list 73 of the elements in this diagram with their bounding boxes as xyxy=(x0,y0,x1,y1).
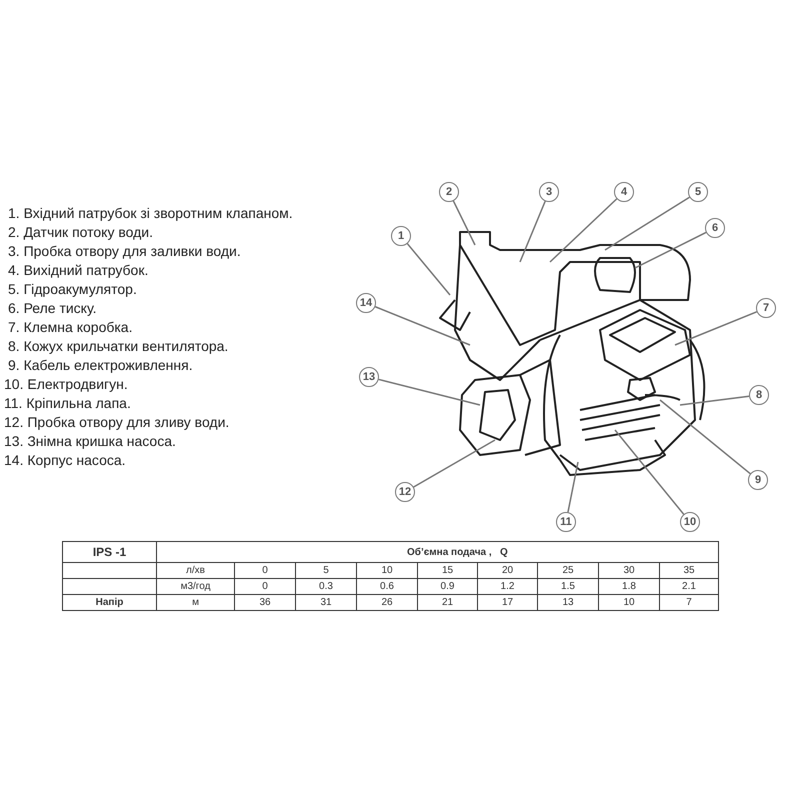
callout-number: 6 xyxy=(705,218,725,238)
table-cell: 26 xyxy=(356,594,418,610)
leader-line xyxy=(614,430,684,515)
callout-number: 10 xyxy=(680,512,700,532)
leader-line xyxy=(413,439,496,488)
leader-line xyxy=(680,396,750,406)
table-cell: 0 xyxy=(234,578,296,594)
callout-number: 14 xyxy=(356,293,376,313)
leader-line xyxy=(567,462,579,512)
leader-line xyxy=(604,196,690,251)
table-cell: м3/год xyxy=(156,578,234,594)
table-cell: 31 xyxy=(296,594,356,610)
leader-line xyxy=(549,198,618,263)
table-cell: 7 xyxy=(660,594,718,610)
leader-line xyxy=(452,200,476,246)
table-cell: Напір xyxy=(62,594,156,610)
parts-list-item: 12. Пробка отвору для зливу води. xyxy=(4,414,230,431)
callout-number: 3 xyxy=(539,182,559,202)
table-cell: 1.2 xyxy=(478,578,538,594)
table-cell: 0.9 xyxy=(418,578,478,594)
table-cell: 13 xyxy=(538,594,598,610)
callout-number: 1 xyxy=(391,226,411,246)
parts-list-item: 4. Вихідний патрубок. xyxy=(8,262,148,279)
leader-line xyxy=(674,311,758,346)
parts-list-item: 13. Знімна кришка насоса. xyxy=(4,433,176,450)
parts-list-item: 10. Електродвигун. xyxy=(4,376,128,393)
callout-number: 7 xyxy=(756,298,776,318)
table-cell: 15 xyxy=(418,562,478,578)
callout-number: 13 xyxy=(359,367,379,387)
table-cell: 1.8 xyxy=(598,578,660,594)
table-cell: 2.1 xyxy=(660,578,718,594)
callout-number: 9 xyxy=(748,470,768,490)
table-cell: 21 xyxy=(418,594,478,610)
pump-drawing xyxy=(439,231,706,476)
callout-number: 11 xyxy=(556,512,576,532)
callout-number: 8 xyxy=(749,385,769,405)
table-cell: л/хв xyxy=(156,562,234,578)
leader-line xyxy=(519,200,546,262)
table-cell: 30 xyxy=(598,562,660,578)
leader-line xyxy=(660,399,751,474)
leader-line xyxy=(378,378,480,406)
table-cell: 36 xyxy=(234,594,296,610)
parts-list-item: 7. Клемна коробка. xyxy=(8,319,132,336)
callout-number: 4 xyxy=(614,182,634,202)
table-cell: Об’ємна подача , Q xyxy=(156,542,718,562)
parts-list-item: 9. Кабель електроживлення. xyxy=(8,357,193,374)
callout-number: 5 xyxy=(688,182,708,202)
parts-list-item: 11. Кріпильна лапа. xyxy=(4,395,131,412)
callout-number: 2 xyxy=(439,182,459,202)
parts-list-item: 6. Реле тиску. xyxy=(8,300,96,317)
table-cell: 0.6 xyxy=(356,578,418,594)
parts-list-item: 3. Пробка отвору для заливки води. xyxy=(8,243,241,260)
table-cell: 0.3 xyxy=(296,578,356,594)
table-cell: 17 xyxy=(478,594,538,610)
parts-list-item: 1. Вхідний патрубок зі зворотним клапаном. xyxy=(8,205,293,222)
table-cell: 10 xyxy=(598,594,660,610)
table-cell: 0 xyxy=(234,562,296,578)
leader-line xyxy=(634,232,706,269)
table-cell: 20 xyxy=(478,562,538,578)
table-cell: IPS -1 xyxy=(62,542,156,562)
table-cell: м xyxy=(156,594,234,610)
parts-list-item: 14. Корпус насоса. xyxy=(4,452,126,469)
table-cell: 5 xyxy=(296,562,356,578)
leader-line xyxy=(374,306,470,346)
callout-number: 12 xyxy=(395,482,415,502)
table-cell: 35 xyxy=(660,562,718,578)
table-cell: 1.5 xyxy=(538,578,598,594)
table-cell: 10 xyxy=(356,562,418,578)
parts-list-item: 2. Датчик потоку води. xyxy=(8,224,153,241)
parts-list-item: 5. Гідроакумулятор. xyxy=(8,281,137,298)
parts-list-item: 8. Кожух крильчатки вентилятора. xyxy=(8,338,228,355)
leader-line xyxy=(406,243,451,296)
table-cell: 25 xyxy=(538,562,598,578)
